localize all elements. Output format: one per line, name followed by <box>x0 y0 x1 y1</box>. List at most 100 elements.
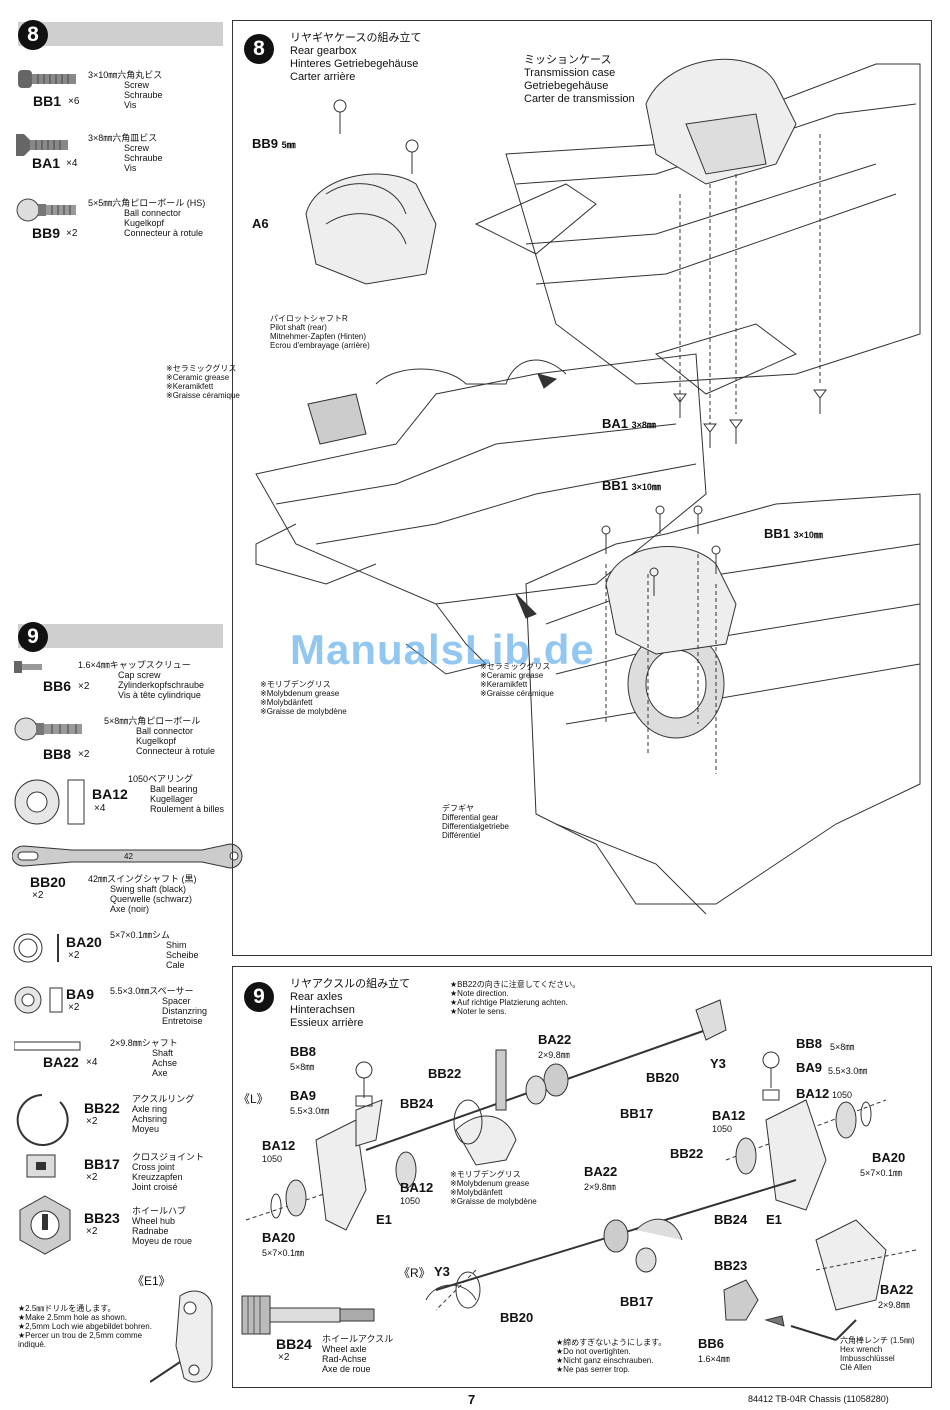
ba12-left-label: BA12 <box>262 1138 296 1153</box>
ba20-shim-icon <box>13 933 59 963</box>
bb8-left-label: BB8 <box>290 1044 317 1059</box>
bb8-qty: ×2 <box>78 749 90 760</box>
left8-step-badge: 8 <box>18 20 48 50</box>
bb17-cross-joint-icon <box>26 1154 56 1178</box>
bb6-screw-icon <box>14 661 42 673</box>
bb22-code: BB22 <box>84 1100 120 1116</box>
bb22-axle-ring-icon <box>16 1094 69 1146</box>
page-number: 7 <box>468 1392 476 1407</box>
bb8-right-size: 5×8㎜ <box>830 1042 855 1052</box>
bb22-left-label: BB22 <box>428 1066 462 1081</box>
e1-upright-drawing <box>150 1290 213 1383</box>
bb6-size: 1.6×4㎜ <box>698 1354 730 1364</box>
watermark: ManualsLib.de <box>290 626 595 673</box>
bb20-top-label: BB20 <box>646 1070 680 1085</box>
bb20-bottom-label: BB20 <box>500 1310 534 1325</box>
bb24-left-label: BB24 <box>400 1096 434 1111</box>
ba1-code: BA1 <box>32 155 61 171</box>
ba20-code: BA20 <box>66 934 102 950</box>
bb8-code: BB8 <box>43 746 72 762</box>
footer-text: 84412 TB-04R Chassis (11058280) <box>748 1394 889 1404</box>
bb17-qty: ×2 <box>86 1172 98 1183</box>
ceramic-grease-label: ※セラミックグリス※Ceramic grease※Keramikfett※Gra… <box>166 364 240 400</box>
bb1-code: BB1 <box>33 93 62 109</box>
bb20-length-label: 42 <box>124 852 133 861</box>
left9-step-badge: 9 <box>18 622 48 652</box>
bb9-label: BB9 5㎜ <box>252 136 296 151</box>
bb23-wheel-hub-icon <box>19 1195 71 1255</box>
step8-assembly-drawing <box>255 58 921 915</box>
ba9-code: BA9 <box>66 986 95 1002</box>
bb9-qty: ×2 <box>66 228 78 239</box>
ba9-left-label: BA9 <box>290 1088 317 1103</box>
ba20-left-size: 5×7×0.1㎜ <box>262 1248 305 1258</box>
ba12-mid-size: 1050 <box>400 1196 421 1206</box>
bb17-bottom-label: BB17 <box>620 1294 654 1309</box>
left9-header-bar <box>18 624 223 648</box>
bb22-direction-note: ★BB22の向きに注意してください。★Note direction.★Auf r… <box>450 980 581 1016</box>
ba22-mid-size: 2×9.8㎜ <box>584 1182 616 1192</box>
bb24-wheel-axle-icon <box>241 1295 375 1335</box>
bb1-screw-icon <box>18 70 76 88</box>
e1-right-label: E1 <box>766 1212 782 1227</box>
ba22-top-size: 2×9.8㎜ <box>538 1050 570 1060</box>
overtighten-note: ★締めすぎないようにします。★Do not overtighten.★Nicht… <box>556 1338 667 1374</box>
bb23-qty: ×2 <box>86 1226 98 1237</box>
bb23-label: BB23 <box>714 1258 748 1273</box>
bb24-code: BB24 <box>276 1336 312 1352</box>
left-side-label: 《L》 <box>238 1092 269 1106</box>
ba12-right-size: 1050 <box>832 1090 853 1100</box>
bb8-ball-icon <box>14 717 82 741</box>
ba1-screw-icon <box>16 134 68 156</box>
bb20-qty: ×2 <box>32 890 44 901</box>
ba12-qty: ×4 <box>94 803 106 814</box>
moly-grease-label-8: ※モリブデングリス※Molybdenum grease※Molybdänfett… <box>260 680 347 716</box>
moly-grease-label-9: ※モリブデングリス※Molybdenum grease※Molybdänfett… <box>450 1170 537 1206</box>
ba22-mid-label: BA22 <box>584 1164 618 1179</box>
ba9-qty: ×2 <box>68 1002 80 1013</box>
bb24-right-label: BB24 <box>714 1212 748 1227</box>
ba9-spacer-icon <box>14 986 63 1014</box>
bb8-right-label: BB8 <box>796 1036 823 1051</box>
step9-axle-drawing <box>245 999 917 1341</box>
bb6-label: BB6 <box>698 1336 725 1351</box>
ba12-mid-label: BA12 <box>400 1180 434 1195</box>
bb17-top-label: BB17 <box>620 1106 654 1121</box>
bb20-desc: 42㎜スイングシャフト (黒)Swing shaft (black)Querwe… <box>88 874 197 914</box>
bb23-code: BB23 <box>84 1210 120 1226</box>
y3-top-label: Y3 <box>710 1056 726 1071</box>
left8-header-bar <box>18 22 223 46</box>
bb9-code: BB9 <box>32 225 61 241</box>
right-side-label: 《R》 <box>398 1266 431 1280</box>
ba12-bearing-icon <box>14 779 85 825</box>
ba12-right2-size: 1050 <box>712 1124 733 1134</box>
bb1-label-left: BB1 3×10㎜ <box>602 478 661 493</box>
step9-badge: 9 <box>244 982 274 1012</box>
ba12-code: BA12 <box>92 786 128 802</box>
y3-bottom-label: Y3 <box>434 1264 450 1279</box>
ba20-qty: ×2 <box>68 950 80 961</box>
ba9-left-size: 5.5×3.0㎜ <box>290 1106 330 1116</box>
ba12-right-label: BA12 <box>796 1086 830 1101</box>
bb6-qty: ×2 <box>78 681 90 692</box>
ba22-top-label: BA22 <box>538 1032 572 1047</box>
bb22-right-label: BB22 <box>670 1146 704 1161</box>
bb1-qty: ×6 <box>68 96 80 107</box>
bb20-code: BB20 <box>30 874 66 890</box>
ba20-left-label: BA20 <box>262 1230 296 1245</box>
